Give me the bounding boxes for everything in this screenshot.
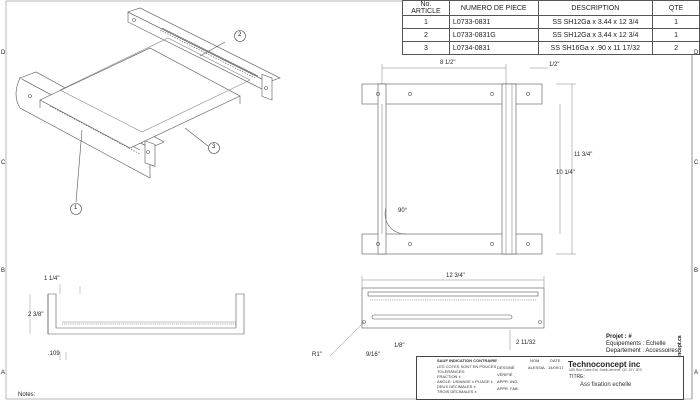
- tb-left-line: DEUX DÉCIMALES ±: [437, 384, 476, 389]
- leader-2: [199, 41, 226, 57]
- notes-label: Notes:: [18, 392, 36, 398]
- balloon-3: 3: [212, 144, 216, 150]
- border-letter-left: A: [1, 370, 6, 376]
- dim-bottom-width: 12 3/4": [446, 273, 465, 279]
- dim-bottom-right: 2 11/32: [516, 340, 536, 346]
- tb-name-header: NOM: [530, 358, 540, 363]
- side-view: [29, 284, 245, 360]
- bom-header-article: No. ARTICLE: [402, 0, 450, 16]
- table-row: 1 L0733-0831 SS SH12Ga x 3.44 x 12 3/4 1: [402, 15, 700, 29]
- company-address: 185 Rue Dubé Est, Saint-Jérôme, QC J0Y 2…: [569, 368, 642, 372]
- bom-cell: L0733-0831G: [448, 28, 539, 42]
- tb-mid-line: APPR. FAB.: [497, 386, 519, 391]
- dim-angle: 90°: [398, 208, 408, 214]
- border-letter-right: B: [694, 268, 699, 274]
- border-letter-left: B: [1, 268, 6, 274]
- bottom-view: [329, 276, 545, 357]
- dim-height-inner: 10 1/4": [556, 170, 575, 176]
- dim-top-right: 1/2": [549, 62, 560, 68]
- bom-header-description: DESCRIPTION: [537, 0, 654, 16]
- border-letter-right: D: [694, 50, 699, 56]
- bom-cell: L0734-0831: [448, 41, 539, 55]
- balloon-1: 1: [74, 205, 78, 211]
- border-letter-right: A: [694, 370, 699, 376]
- tb-date: 14/09/17: [548, 365, 564, 370]
- tb-left-line: ANGLE: USINAGE ± PLIAGE ±: [437, 379, 493, 384]
- tb-left-line: LES COTES SONT EN POUCES: [437, 364, 497, 369]
- dim-height-outer: 11 3/4": [574, 152, 593, 158]
- company-name: Technoconcept inc: [568, 360, 641, 369]
- tb-date-header: DATE: [550, 358, 561, 363]
- balloon-3-shape: [208, 142, 220, 154]
- border-letter-right: C: [694, 160, 699, 166]
- project-label: Projet : #: [606, 334, 632, 340]
- bom-cell: SS SH16Ga x .90 x 11 17/32: [537, 41, 654, 55]
- bom-cell: 1: [652, 28, 700, 42]
- dim-side-height: 2 3/8": [28, 312, 44, 318]
- bom-cell: 2: [402, 28, 450, 42]
- dim-bottom-left: 9/16": [366, 352, 380, 358]
- tb-left-line: TROIS DÉCIMALES ±: [437, 389, 477, 394]
- table-row: 3 L0734-0831 SS SH16Ga x .90 x 11 17/32 …: [402, 41, 700, 55]
- bill-of-materials: No. ARTICLE NUMERO DE PIECE DESCRIPTION …: [402, 0, 700, 55]
- bom-cell: 1: [402, 15, 450, 29]
- tb-mid-line: DESSINÉ: [497, 365, 515, 370]
- bom-cell: SS SH12Ga x 3.44 x 12 3/4: [537, 28, 654, 42]
- sheet-border: [5, 0, 693, 400]
- dim-radius: R1": [312, 352, 322, 358]
- tb-drawn-by: ALESSIA: [528, 365, 545, 370]
- dim-slot-width: 1/8": [394, 343, 405, 349]
- balloon-2: 2: [238, 32, 242, 38]
- leader-3: [184, 127, 209, 147]
- bom-cell: 1: [652, 15, 700, 29]
- tb-mid-line: APPR. ING.: [497, 379, 519, 384]
- tb-left-line: FRACTION ±: [437, 374, 461, 379]
- dim-top-width: 8 1/2": [440, 60, 456, 66]
- border-letter-left: D: [1, 50, 6, 56]
- isometric-view: [15, 7, 281, 203]
- tb-left-line: SAUF INDICATION CONTRAIRE: [437, 358, 497, 363]
- tb-type-label: TITRE:: [569, 374, 585, 380]
- bom-header-part: NUMERO DE PIECE: [448, 0, 539, 16]
- border-letter-left: C: [1, 160, 6, 166]
- bom-cell: 2: [652, 41, 700, 55]
- tb-left-line: TOLERANCES:: [437, 369, 466, 374]
- bom-header-qty: QTE: [652, 0, 700, 16]
- front-view: [361, 64, 576, 255]
- bom-cell: SS SH12Ga x 3.44 x 12 3/4: [537, 15, 654, 29]
- balloon-1-shape: [70, 203, 82, 215]
- tb-mid-line: VÉRIFIÉ: [497, 372, 513, 377]
- table-row: 2 L0733-0831G SS SH12Ga x 3.44 x 12 3/4 …: [402, 28, 700, 42]
- bom-cell: L0733-0831: [448, 15, 539, 29]
- drawing-title: Ass fixation echelle: [580, 382, 632, 388]
- leader-1: [75, 129, 83, 203]
- dim-side-top: 1 1/4": [44, 276, 60, 282]
- title-block: [416, 356, 684, 400]
- dim-thickness: .109: [48, 351, 60, 357]
- balloon-2-shape: [234, 30, 246, 42]
- project-line1: Equipements : Echelle: [606, 341, 666, 347]
- bom-cell: 3: [402, 41, 450, 55]
- project-line2: Departement : Accessoires: [606, 348, 678, 354]
